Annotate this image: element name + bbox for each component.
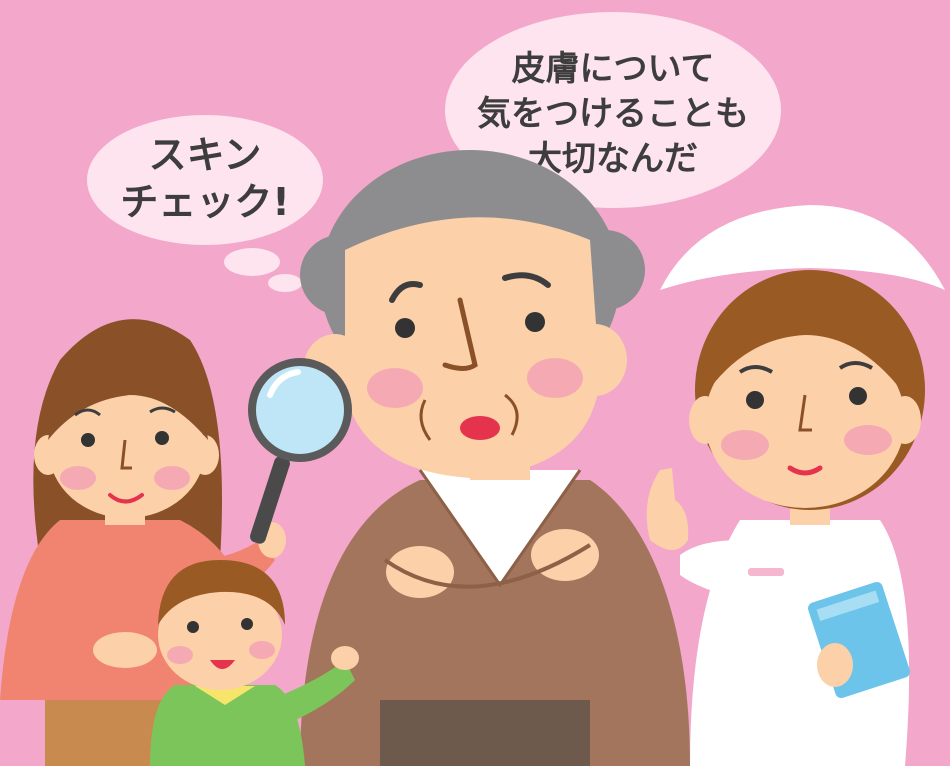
mother-mouth [108,493,144,504]
clipboard-shine [816,590,880,622]
speech-bubble-body [445,12,781,208]
magnifying-glass-lens [256,366,344,454]
mother-nose [120,439,132,470]
nurse-face [705,332,905,508]
grandfather-eyebrow-left [389,281,423,303]
nurse-pointing-hand [646,468,689,550]
grandfather-arm-fold [383,543,592,589]
nurse-eye-left [746,391,764,409]
mother-cheek-right [154,466,190,490]
speech-bubble-line-2: 気をつけることも [477,94,749,134]
child-face [158,580,282,690]
child-hand [331,646,359,670]
nurse-cheek-right [844,425,892,455]
magnifying-glass-icon [248,358,352,544]
grandfather [300,150,690,766]
speech-bubble-line-1: 皮膚について [512,49,715,89]
nurse-mouth [787,465,823,476]
thought-bubble-line-1: スキン [149,133,262,177]
nurse-hand [817,643,853,687]
nurse-arm [680,540,745,600]
thought-bubble: スキン チェック! [87,115,323,292]
nurse-ear-right [889,396,921,444]
mother-eye-left [81,433,95,447]
grandfather-nose [442,297,478,371]
child-cheek-right [249,641,275,659]
mother-ear-right [191,435,219,475]
nurse-name-tag [748,568,784,576]
nurse-uniform [690,520,910,766]
nurse-eyebrow-left [738,365,774,374]
nurse-eye-right [849,387,867,405]
grandfather-pants [380,700,590,766]
nurse [646,205,945,766]
grandfather-wrinkle-right [504,393,519,436]
mother-hair-fringe [48,360,208,440]
nurse-cap [660,205,945,290]
grandfather-collar [420,470,580,585]
child-mouth [210,660,235,669]
speech-bubble: 皮膚について 気をつけることも 大切なんだ [445,12,781,208]
mother-eye-right [155,431,169,445]
grandfather-eye-left [395,318,415,338]
magnifying-glass-handle [250,456,290,544]
grandfather-eyebrow-right [502,272,551,288]
mother-eyebrow-right [149,406,176,414]
mother-cheek-left [60,466,96,490]
thought-bubble-body [87,115,323,245]
thought-bubble-tail-large [224,248,280,276]
nurse-cheek-left [721,430,769,460]
magnifying-glass-shine [267,369,301,398]
child-arm [270,660,355,725]
grandfather-mouth [460,416,500,440]
mother-eyebrow-left [74,408,101,417]
child-shirt [150,685,305,766]
child-eye-left [187,621,199,633]
child-cheek-left [167,646,193,664]
nurse-eyebrow-right [838,361,874,370]
child-eye-right [241,618,253,630]
grandfather-cheek-left [367,368,423,408]
child-collar [195,686,255,705]
thought-bubble-tail-small [268,274,302,292]
child-hair [158,560,285,625]
child [150,560,359,766]
nurse-ear-left [689,396,721,444]
mother-ear-left [34,435,62,475]
speech-bubble-line-3: 大切なんだ [528,139,698,179]
nurse-nose [798,394,812,432]
grandfather-cheek-right [527,358,583,398]
grandfather-wrinkle-left [419,399,432,441]
nurse-hair-fringe [705,300,905,395]
grandfather-eye-right [525,312,545,332]
grandfather-hand-left [386,546,454,598]
thought-bubble-line-2: チェック! [120,180,289,224]
grandfather-hand-right [531,529,599,581]
mother-hand-resting [93,632,157,668]
